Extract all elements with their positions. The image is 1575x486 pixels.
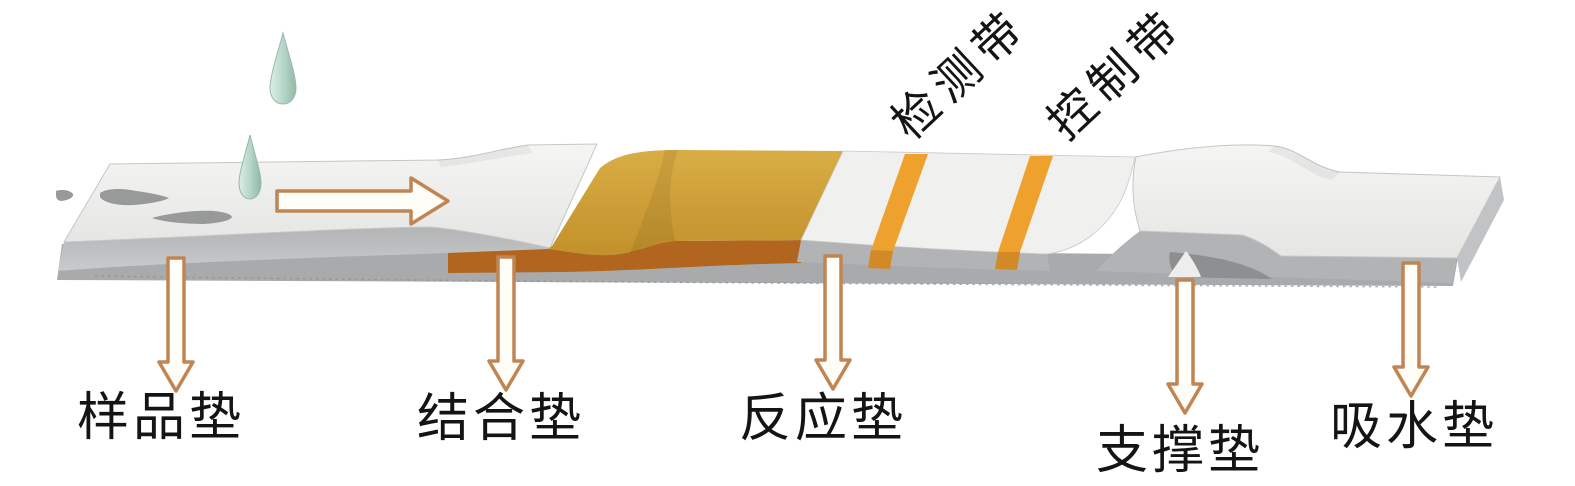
membrane-front	[797, 240, 1050, 271]
sample-smear-edge	[56, 190, 74, 201]
label-support-pad: 支撑垫	[1095, 423, 1265, 480]
test-line-front	[868, 250, 893, 269]
pad-corner-curl	[1168, 251, 1201, 277]
label-conjugate-pad: 结合垫	[416, 391, 586, 448]
absorbent-ramp-shade	[1268, 146, 1340, 180]
sample-smear-large	[100, 188, 169, 206]
strip-end-side	[1457, 177, 1504, 282]
conjugate-pad-top	[548, 150, 843, 256]
backing-seam-dots	[94, 275, 1441, 288]
control-line	[998, 156, 1053, 252]
label-reaction-pad: 反应垫	[738, 391, 908, 448]
conjugate-pad-front	[448, 240, 805, 273]
control-line-front	[995, 252, 1020, 270]
test-line	[871, 154, 928, 251]
membrane-top	[800, 150, 1136, 255]
conjugate-fold-shadow	[630, 150, 678, 253]
sample-smear-thin	[152, 210, 232, 224]
droplet-icon	[238, 134, 262, 200]
label-sample-pad: 样品垫	[76, 390, 246, 447]
sample-pad-ramp-shade	[438, 145, 533, 167]
absorbent-pad-top	[1132, 144, 1501, 259]
right-arrow-icon	[275, 176, 450, 226]
down-arrow-icon-support-pad	[1166, 278, 1204, 415]
label-absorbent-pad: 吸水垫	[1329, 399, 1499, 456]
droplet-icon	[269, 31, 297, 105]
strip-backing	[57, 244, 1458, 286]
